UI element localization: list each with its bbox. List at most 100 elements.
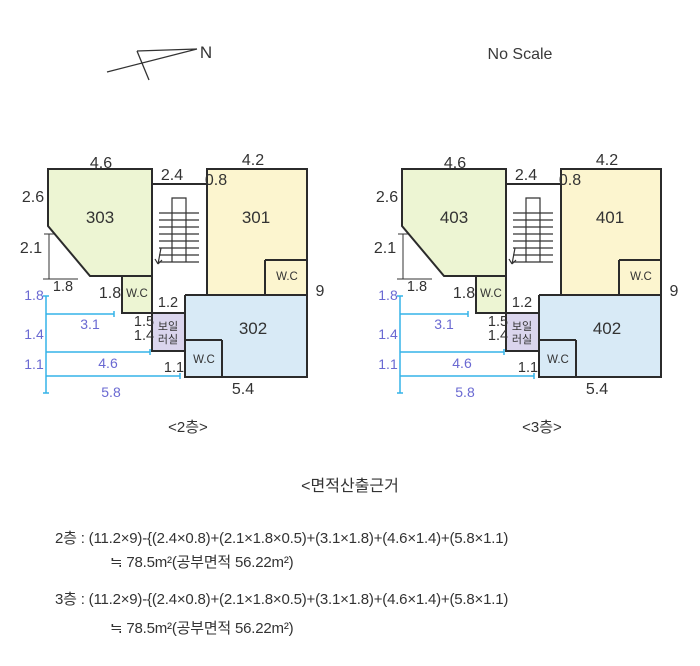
blue-dim-v3: 1.1 xyxy=(378,356,398,372)
wc-under-left-label: W.C xyxy=(480,288,502,300)
boiler-label-line1: 보일 xyxy=(158,319,178,333)
calc-formula-2f: 2층 : (11.2×9)-{(2.4×0.8)+(2.1×1.8×0.5)+(… xyxy=(55,530,509,547)
dim-top-right-width: 4.2 xyxy=(596,152,618,169)
blue-dim-h3: 5.8 xyxy=(101,384,121,400)
dim-boiler-left-upper: 1.5 xyxy=(488,314,508,330)
dim-notch-height: 0.8 xyxy=(559,172,581,189)
black-dimension-lines xyxy=(397,233,432,280)
boiler-room-fill xyxy=(152,313,185,351)
blue-dim-v2: 1.4 xyxy=(24,326,44,342)
calc-title: <면적산출근거 xyxy=(301,478,399,495)
blue-dim-h1: 3.1 xyxy=(434,316,454,332)
room-left-fill xyxy=(48,169,152,276)
blue-dim-h1: 3.1 xyxy=(80,316,100,332)
dim-left-upper: 2.6 xyxy=(376,189,398,206)
dim-diag-base: 1.8 xyxy=(407,279,427,295)
interior-walls xyxy=(90,184,307,377)
dim-boiler-bottom: 1.1 xyxy=(518,360,538,376)
calc-formula-3f: 3층 : (11.2×9)-{(2.4×0.8)+(2.1×1.8×0.5)+(… xyxy=(55,591,509,608)
calc-result-3f: ≒ 78.5m²(공부면적 56.22m²) xyxy=(110,620,294,637)
dim-boiler-left-lower: 1.4 xyxy=(488,328,508,344)
blue-dim-v1: 1.8 xyxy=(24,287,44,303)
stair-direction-arrow xyxy=(508,247,517,265)
dim-boiler-top: 1.2 xyxy=(158,295,178,311)
blue-dimension-labels: 1.8 1.4 1.1 3.1 4.6 5.8 xyxy=(378,287,475,400)
dim-top-left-width: 4.6 xyxy=(90,155,112,172)
wc-right-bottom-label: W.C xyxy=(193,354,215,366)
blue-dim-v2: 1.4 xyxy=(378,326,398,342)
blue-dim-v1: 1.8 xyxy=(378,287,398,303)
cyan-dimension-lines xyxy=(397,295,535,394)
stairs-icon xyxy=(508,197,553,265)
dim-stair-width: 2.4 xyxy=(515,167,537,184)
dim-boiler-top: 1.2 xyxy=(512,295,532,311)
dim-top-left-width: 4.6 xyxy=(444,155,466,172)
blue-dimension-labels: 1.8 1.4 1.1 3.1 4.6 5.8 xyxy=(24,287,121,400)
blue-dim-h3: 5.8 xyxy=(455,384,475,400)
room-left-label: 403 xyxy=(440,208,468,227)
dim-wc-left: 1.8 xyxy=(453,285,475,302)
room-left-label: 303 xyxy=(86,208,114,227)
dim-diag-base: 1.8 xyxy=(53,279,73,295)
stairs-icon xyxy=(154,197,199,265)
floor-plan-1: 4.6 2.4 0.8 4.2 2.6 2.1 1.8 1.8 1.2 1.5 … xyxy=(20,152,325,436)
wc-right-bottom-label: W.C xyxy=(547,354,569,366)
black-dimension-labels: 4.6 2.4 0.8 4.2 2.6 2.1 1.8 1.8 1.2 1.5 … xyxy=(20,152,325,398)
boiler-label-line2: 러실 xyxy=(512,333,532,346)
stair-rail xyxy=(525,197,541,262)
walls xyxy=(401,168,662,378)
dim-wc-left: 1.8 xyxy=(99,285,121,302)
dim-stair-width: 2.4 xyxy=(161,167,183,184)
room-right-bottom-label: 402 xyxy=(593,319,621,338)
room-labels: 303 301 302 W.C W.C W.C 보일 러실 <2층> xyxy=(86,208,298,436)
stair-direction-arrow xyxy=(154,247,163,265)
black-dimension-labels: 4.6 2.4 0.8 4.2 2.6 2.1 1.8 1.8 1.2 1.5 … xyxy=(374,152,679,398)
dim-left-mid: 2.1 xyxy=(374,240,396,257)
dim-boiler-left-upper: 1.5 xyxy=(134,314,154,330)
room-right-bottom-fill xyxy=(539,295,661,377)
dim-right-height: 9 xyxy=(670,283,679,300)
stair-treads xyxy=(513,212,553,263)
boiler-label-line2: 러실 xyxy=(158,333,178,346)
blue-dim-h2: 4.6 xyxy=(452,355,472,371)
interior-walls xyxy=(444,184,661,377)
north-arrow-lines xyxy=(106,48,198,81)
cyan-dimension-lines xyxy=(43,295,181,394)
floor-plan-2: 4.6 2.4 0.8 4.2 2.6 2.1 1.8 1.8 1.2 1.5 … xyxy=(374,152,679,436)
dim-boiler-left-lower: 1.4 xyxy=(134,328,154,344)
wc-under-left-fill xyxy=(122,276,152,313)
boiler-label-line1: 보일 xyxy=(512,319,532,333)
dim-top-right-width: 4.2 xyxy=(242,152,264,169)
room-right-top-fill xyxy=(207,169,307,295)
dim-right-height: 9 xyxy=(316,283,325,300)
north-arrow-icon: N xyxy=(106,43,212,81)
room-labels: 403 401 402 W.C W.C W.C 보일 러실 <3층> xyxy=(440,208,652,436)
stair-treads xyxy=(159,212,199,263)
dim-left-upper: 2.6 xyxy=(22,189,44,206)
dim-boiler-bottom: 1.1 xyxy=(164,360,184,376)
stair-rail xyxy=(171,197,187,262)
calc-result-2f: ≒ 78.5m²(공부면적 56.22m²) xyxy=(110,554,294,571)
boiler-room-fill xyxy=(506,313,539,351)
dim-bottom-width: 5.4 xyxy=(586,381,608,398)
room-right-bottom-label: 302 xyxy=(239,319,267,338)
wc-right-top-label: W.C xyxy=(630,271,652,283)
plan-caption: <2층> xyxy=(168,419,208,436)
dim-left-mid: 2.1 xyxy=(20,240,42,257)
room-left-fill xyxy=(402,169,506,276)
north-label: N xyxy=(200,43,212,62)
plan-caption: <3층> xyxy=(522,419,562,436)
black-dimension-lines xyxy=(43,233,78,280)
wc-under-left-fill xyxy=(476,276,506,313)
wc-right-top-label: W.C xyxy=(276,271,298,283)
dim-notch-height: 0.8 xyxy=(205,172,227,189)
wc-under-left-label: W.C xyxy=(126,288,148,300)
scale-note: No Scale xyxy=(487,46,553,63)
blue-dim-v3: 1.1 xyxy=(24,356,44,372)
blue-dim-h2: 4.6 xyxy=(98,355,118,371)
room-right-top-label: 401 xyxy=(596,208,624,227)
room-right-bottom-fill xyxy=(185,295,307,377)
room-right-top-fill xyxy=(561,169,661,295)
walls xyxy=(47,168,308,378)
room-right-top-label: 301 xyxy=(242,208,270,227)
